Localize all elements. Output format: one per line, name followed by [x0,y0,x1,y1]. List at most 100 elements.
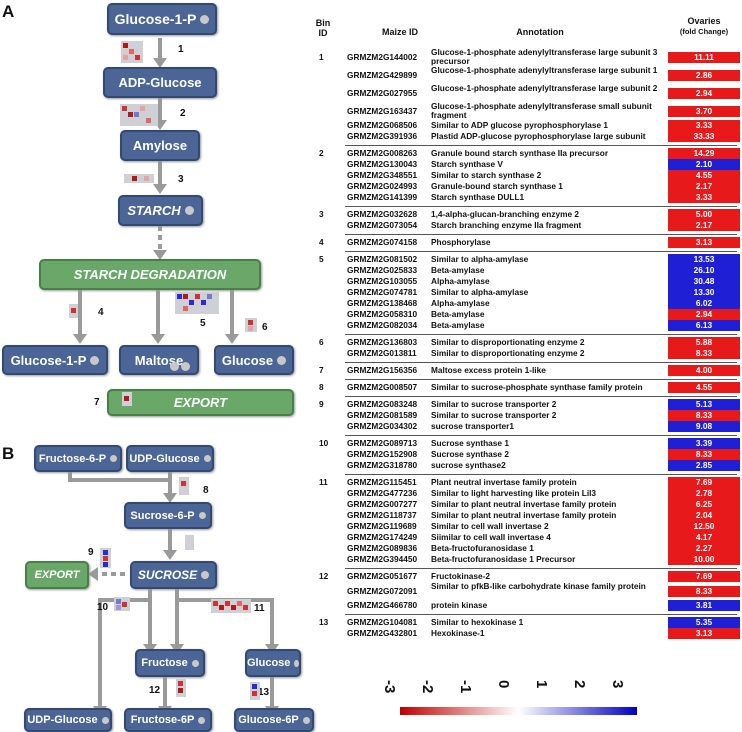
bin-number: 12 [149,685,161,696]
node-export-b: EXPORT [25,561,89,589]
cell-fold-change: 2.17 [668,220,740,231]
cell-annotation: Similar to disproportionating enzyme 2 [431,337,585,347]
cell-fold-change: 5.00 [668,209,740,220]
cell-fold-change: 9.08 [668,421,740,432]
cell-annotation: Starch branching enzyme IIa fragment [431,220,582,230]
cell-fold-change: 7.69 [668,477,740,488]
node-label: EXPORT [34,569,80,581]
scale-tick-label: -3 [381,680,398,694]
mini-heatmap [122,392,132,406]
cell-fold-change: 26.10 [668,265,740,276]
bin-separator [345,474,737,475]
cell-annotation: Similar to plant neutral invertase famil… [431,499,617,509]
header-fold-change: (fold Change) [679,27,729,36]
cell-maize-id: GRMZM2G074158 [347,237,418,247]
bin-separator [345,234,737,235]
cell-annotation: Fructokinase-2 [431,571,491,581]
cell-fold-change: 3.13 [668,237,740,248]
node-label: Amylose [132,138,188,153]
node-label: Glucose-1-P [114,11,197,27]
cell-bin: 10 [319,438,329,448]
cell-annotation: Maltose excess protein 1-like [431,365,546,375]
cell-maize-id: GRMZM2G081589 [347,410,418,420]
cell-maize-id: GRMZM2G432801 [347,628,418,638]
cell-annotation: Similar to sucrose transporter 2 [431,410,557,420]
cell-fold-change: 8.33 [668,586,740,597]
cell-fold-change: 2.86 [668,70,740,81]
cell-fold-change: 7.69 [668,571,740,582]
cell-fold-change: 12.50 [668,521,740,532]
node-label: SUCROSE [137,568,198,582]
cell-annotation: Glucose-1-phosphate adenylyltransferase … [431,83,658,93]
cell-maize-id: GRMZM2G027955 [347,88,418,98]
bin-separator [345,251,737,252]
node-label: Glucose [221,352,274,368]
cell-fold-change: 3.13 [668,628,740,639]
cell-fold-change: 4.17 [668,532,740,543]
node-udp-glucose: UDP-Glucose [126,445,214,472]
scale-tick-label: 0 [495,680,512,689]
node-label: Glucose-6P [238,714,299,726]
mini-heatmap [179,477,189,495]
cell-fold-change: 8.33 [668,410,740,421]
cell-maize-id: GRMZM2G141399 [347,192,418,202]
cell-annotation: Similar to sucrose-phosphate synthase fa… [431,382,643,392]
cell-maize-id: GRMZM2G130043 [347,159,418,169]
cell-bin: 8 [319,382,324,392]
bin-number: 1 [178,44,184,55]
cell-maize-id: GRMZM2G466780 [347,600,418,610]
cell-annotation: sucrose transporter1 [431,421,515,431]
cell-maize-id: GRMZM2G477236 [347,488,418,498]
cell-fold-change: 2.17 [668,181,740,192]
node-export-a: EXPORT [107,389,294,416]
bin-separator [345,568,737,569]
cell-bin: 6 [319,337,324,347]
bin-number: 2 [180,108,186,119]
mini-heatmap [120,104,158,126]
scale-tick-label: -1 [457,680,474,694]
cell-maize-id: GRMZM2G083248 [347,399,418,409]
node-label: Glucose [247,657,291,669]
cell-annotation: Beta-amylase [431,309,485,319]
cell-maize-id: GRMZM2G152908 [347,449,418,459]
bin-number: 7 [94,397,100,408]
cell-bin: 5 [319,254,324,264]
cell-fold-change: 2.10 [668,159,740,170]
cell-maize-id: GRMZM2G073054 [347,220,418,230]
bin-separator [345,145,737,146]
node-starch: STARCH [118,195,203,226]
cell-annotation: Glucose-1-phosphate adenylyltransferase … [431,47,658,66]
cell-maize-id: GRMZM2G074781 [347,287,418,297]
cell-maize-id: GRMZM2G068506 [347,120,418,130]
table-row: GRMZM2G081589 Similar to sucrose transpor… [305,410,742,421]
cell-maize-id: GRMZM2G024993 [347,181,418,191]
panel-label-b: B [2,444,15,463]
bin-number: 3 [178,174,184,185]
cell-bin: 1 [319,52,324,62]
bin-separator [345,614,737,615]
cell-fold-change: 2.78 [668,488,740,499]
bin-separator [345,435,737,436]
node-udp-glucose-out: UDP-Glucose [24,708,112,732]
cell-maize-id: GRMZM2G348551 [347,170,418,180]
cell-annotation: Beta-fructofuranosidase 1 Precursor [431,554,576,564]
header-maize-id: Maize ID [381,27,418,37]
cell-fold-change: 3.70 [668,106,740,117]
cell-fold-change: 33.33 [668,131,740,142]
cell-fold-change: 14.29 [668,148,740,159]
cell-annotation: Alpha-amylase [431,276,490,286]
